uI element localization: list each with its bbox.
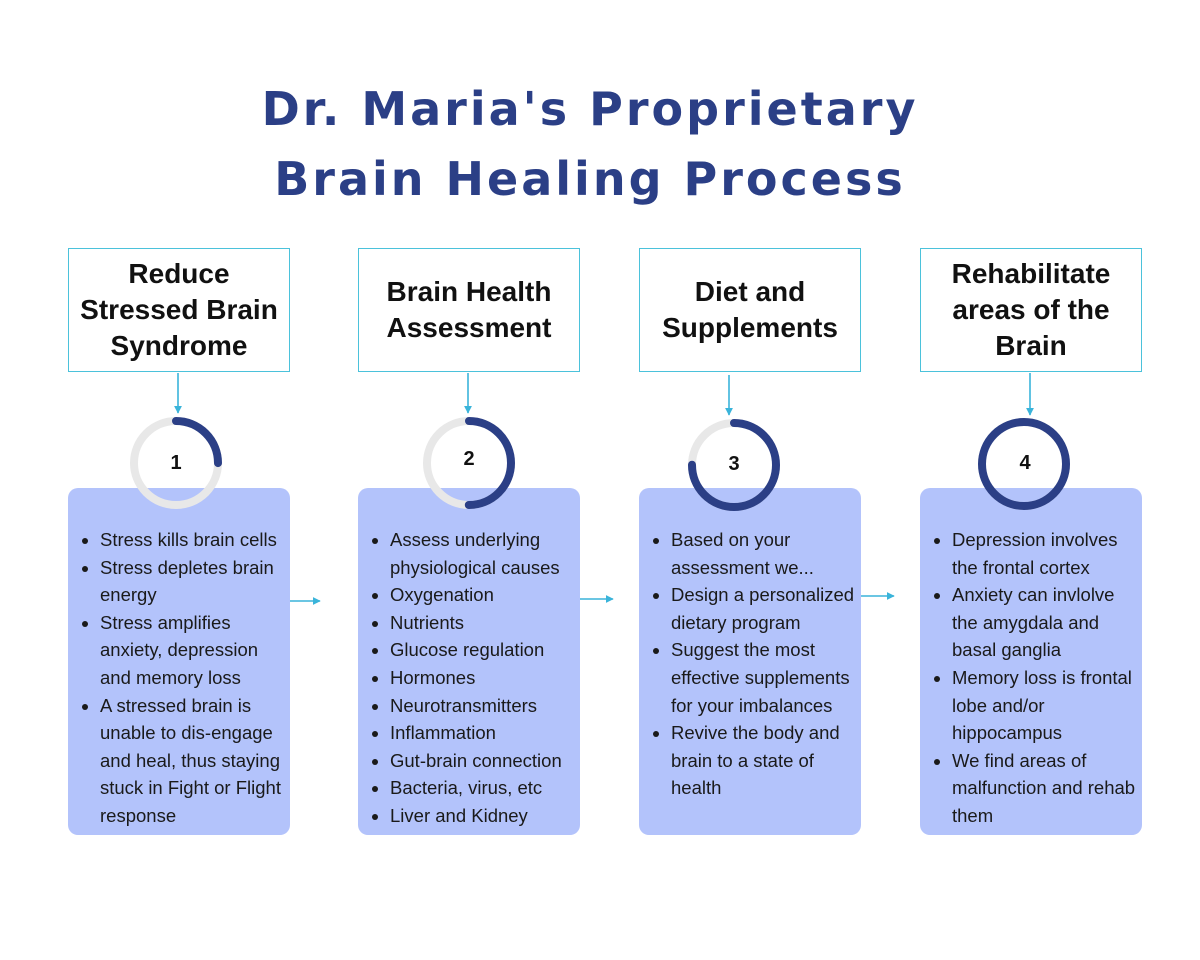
step-3-card: Based on your assessment we... Design a … [639,488,861,835]
step-2-list-item: Neurotransmitters [390,692,576,720]
step-2-list: Assess underlying physiological causes O… [366,526,576,830]
step-2-list-item: Nutrients [390,609,576,637]
step-1-list-item: A stressed brain is unable to dis-engage… [100,692,286,830]
step-4-heading-line: areas of the [952,294,1110,325]
step-3-list: Based on your assessment we... Design a … [647,526,857,802]
step-2-list-item: Hormones [390,664,576,692]
step-3-list-item: Suggest the most effective supplements f… [671,636,857,719]
step-2-heading-box: Brain Health Assessment [358,248,580,372]
step-3-progress-ring [688,419,780,511]
step-4-list-item: We find areas of malfunction and rehab t… [952,747,1138,830]
step-1-heading-line: Stressed Brain [80,294,278,325]
step-4-number: 4 [1019,452,1031,474]
step-3-heading-line: Supplements [662,312,838,343]
step-2-list-item: Glucose regulation [390,636,576,664]
step-4-heading-box: Rehabilitate areas of the Brain [920,248,1142,372]
page-title-line-2: Brain Healing Process [274,152,906,206]
step-2-heading-line: Assessment [386,312,552,343]
step-2-list-item: Inflammation [390,719,576,747]
step-3-number: 3 [728,453,740,475]
step-1-heading-line: Syndrome [110,330,248,361]
step-4-list: Depression involves the frontal cortex A… [928,526,1138,830]
step-4-heading-line: Brain [995,330,1067,361]
step-4-heading-line: Rehabilitate [951,258,1111,289]
step-3-heading-line: Diet and [694,276,806,307]
step-1-heading-box: Reduce Stressed Brain Syndrome [68,248,290,372]
step-1-list-item: Stress kills brain cells [100,526,286,554]
step-1-progress-ring [130,417,222,509]
step-4-card: Depression involves the frontal cortex A… [920,488,1142,835]
step-1-list-item: Stress depletes brain energy [100,554,286,609]
step-2-list-item: Liver and Kidney [390,802,576,830]
page-title-line-1: Dr. Maria's Proprietary [261,82,919,136]
step-3-list-item: Revive the body and brain to a state of … [671,719,857,802]
step-2-list-item: Assess underlying physiological causes [390,526,576,581]
step-1-card: Stress kills brain cells Stress depletes… [68,488,290,835]
step-4-list-item: Depression involves the frontal cortex [952,526,1138,581]
step-2-heading-line: Brain Health [386,276,552,307]
step-2-list-item: Gut-brain connection [390,747,576,775]
step-2-progress-ring [423,417,515,509]
step-4-list-item: Memory loss is frontal lobe and/or hippo… [952,664,1138,747]
step-2-list-item: Oxygenation [390,581,576,609]
step-1-number: 1 [170,452,182,474]
step-1-list-item: Stress amplifies anxiety, depression and… [100,609,286,692]
step-3-heading-box: Diet and Supplements [639,248,861,372]
step-2-card: Assess underlying physiological causes O… [358,488,580,835]
step-1-list: Stress kills brain cells Stress depletes… [76,526,286,830]
step-2-list-item: Bacteria, virus, etc [390,774,576,802]
step-4-progress-ring [978,418,1070,510]
step-3-list-item: Design a personalized dietary program [671,581,857,636]
step-4-list-item: Anxiety can invlolve the amygdala and ba… [952,581,1138,664]
step-2-number: 2 [463,448,475,470]
step-3-list-item: Based on your assessment we... [671,526,857,581]
step-1-heading-line: Reduce [128,258,230,289]
